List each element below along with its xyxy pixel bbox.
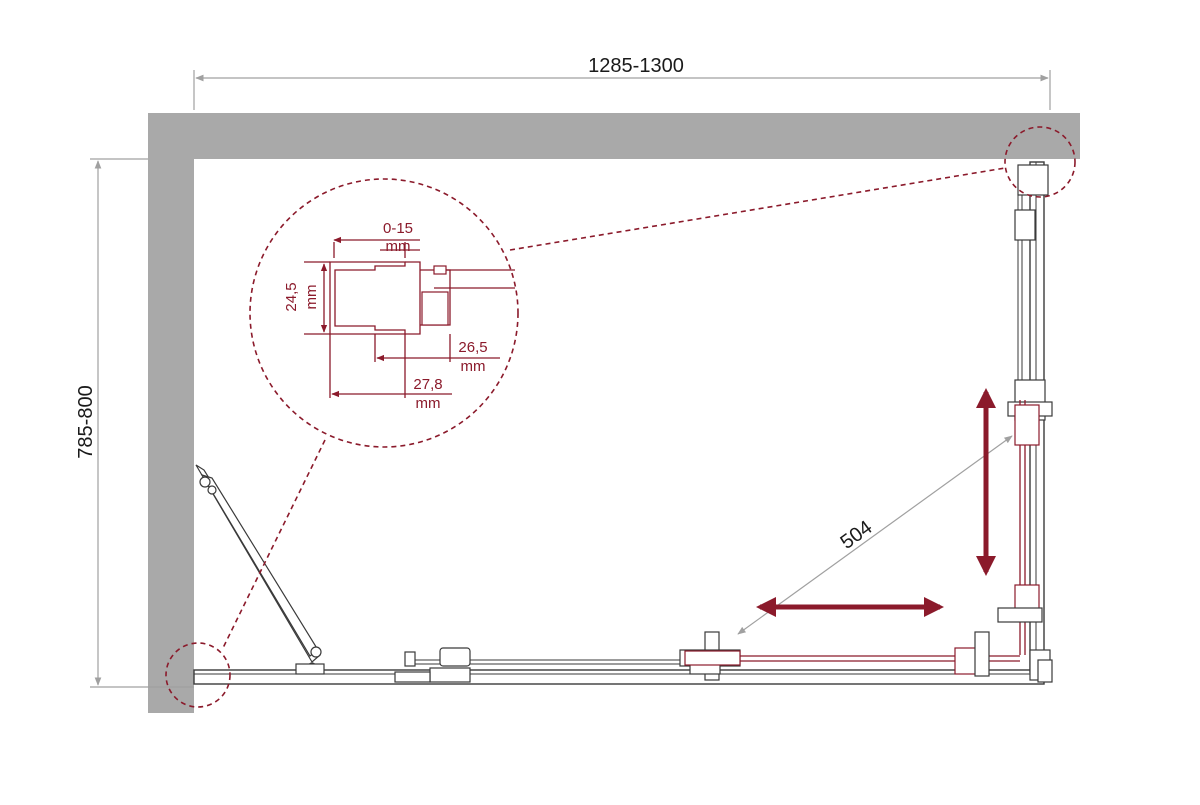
- callouts: [165, 126, 1076, 708]
- gap-unit: mm: [386, 238, 411, 255]
- depth-dimension-label: 785-800: [75, 385, 97, 458]
- walls: [148, 113, 1080, 713]
- profile-height-unit: mm: [303, 285, 320, 310]
- gap-value: 0-15: [383, 220, 413, 237]
- front-rail: [193, 631, 1045, 685]
- callout-circle-top-right: [1004, 126, 1076, 198]
- profile-detail: 0-15 mm 24,5 mm 26,5 mm 27,8 mm: [283, 220, 515, 412]
- side-sliding-door: [997, 400, 1043, 655]
- top-wall: [148, 113, 1080, 159]
- offset-a-unit: mm: [461, 358, 486, 375]
- left-wall: [148, 113, 194, 713]
- width-dimension-label: 1285-1300: [588, 55, 684, 77]
- detail-circle: [249, 178, 519, 448]
- offset-b-value: 27,8: [413, 376, 442, 393]
- offset-b-unit: mm: [416, 395, 441, 412]
- depth-dimension: 785-800: [75, 158, 194, 688]
- offset-a-value: 26,5: [458, 339, 487, 356]
- profile-height-value: 24,5: [283, 282, 300, 311]
- callout-circle-bottom-left: [165, 642, 231, 708]
- movement-arrows: [756, 388, 996, 617]
- front-sliding-door: [684, 631, 1020, 677]
- support-bar: [195, 464, 325, 675]
- opening-dimension: 504: [737, 435, 1013, 635]
- width-dimension: 1285-1300: [193, 55, 1051, 110]
- opening-dimension-label: 504: [837, 516, 877, 553]
